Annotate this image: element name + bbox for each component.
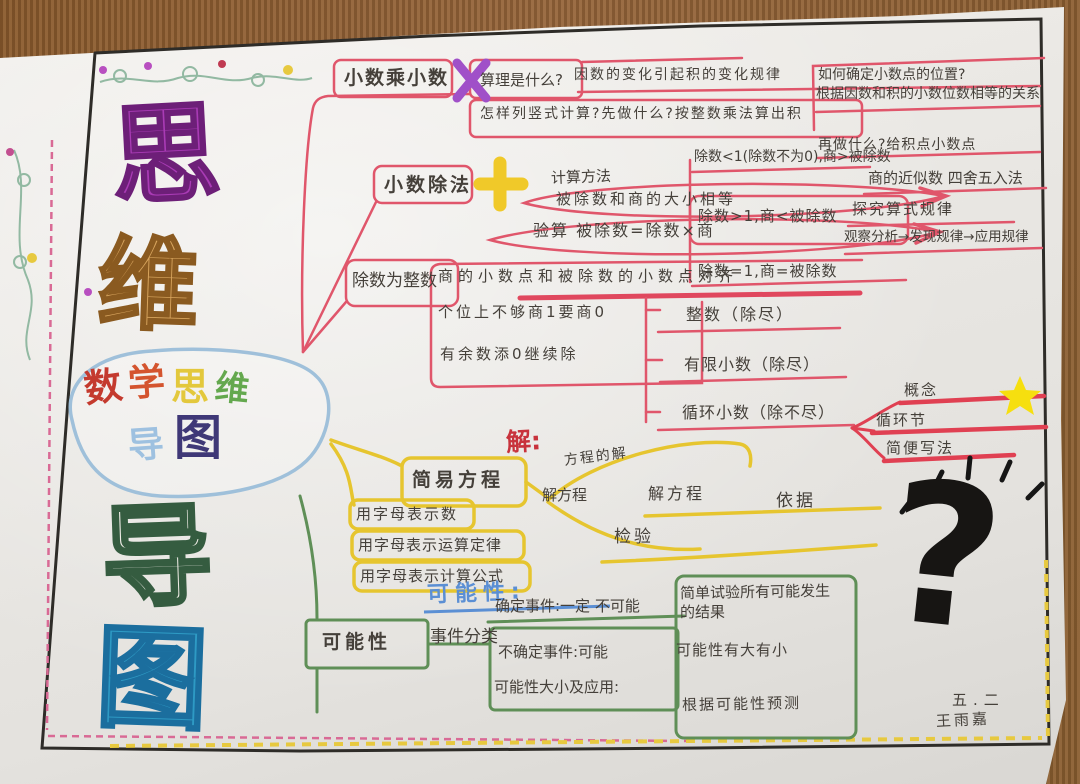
- possibility-predict: 根据可能性预测: [681, 693, 802, 715]
- cloud-char-xue: 学: [126, 359, 167, 406]
- equation-basis: 依据: [776, 491, 816, 511]
- division-cross-icon: [473, 156, 529, 212]
- equation-verify: 检验: [614, 527, 654, 547]
- vine-flower-dots: [6, 60, 293, 296]
- signature-class: 五.二: [952, 691, 1005, 709]
- division-loop-concept: 概念: [904, 381, 939, 399]
- equation-solve-left: 解方程: [542, 486, 588, 504]
- multiply-right-1: 如何确定小数点的位置?: [818, 67, 966, 83]
- division-compare-1: 除数<1(除数不为0),商>被除数: [694, 149, 891, 165]
- equation-branch-label: 简易方程: [412, 469, 505, 491]
- division-loop-notation: 简便写法: [886, 439, 955, 457]
- division-result-1: 整数（除尽）: [686, 305, 795, 324]
- green-branch-lines: [298, 494, 858, 740]
- vine-decoration-icon: [13, 66, 313, 361]
- division-size-relation: 被除数和商的大小相等: [556, 190, 737, 208]
- title-char-dao-big: 导: [98, 489, 216, 625]
- cloud-char-shu: 数: [81, 362, 125, 412]
- multiply-right-3: 再做什么?给积点小数点: [818, 137, 977, 153]
- division-compare-2: 除数>1,商<被除数: [698, 207, 838, 225]
- division-int-divisor: 除数为整数: [352, 271, 437, 291]
- division-branch-label: 小数除法: [384, 174, 473, 196]
- cloud-char-wei2: 维: [213, 367, 252, 412]
- loop-branch-lines: [850, 393, 1049, 464]
- multiply-right-2: 根据因数和积的小数位数相等的关系: [816, 86, 1040, 102]
- possibility-branch-label: 可能性: [322, 631, 392, 653]
- possibility-uncertain: 不确定事件:可能: [498, 643, 609, 661]
- multiply-branch-label: 小数乘小数: [344, 67, 450, 89]
- title-char-wei: 维: [95, 224, 202, 347]
- division-result-3: 循环小数（除不尽）: [682, 403, 836, 422]
- multiply-x-icon: [452, 58, 491, 103]
- cloud-char-tu: 图: [174, 410, 223, 466]
- page-border: [40, 17, 1051, 753]
- question-mark-icon: ?: [876, 437, 1013, 676]
- title-char-tu-big: 图: [92, 612, 211, 749]
- title-char-si: 思: [107, 89, 224, 222]
- division-rule-1: 商的小数点和被除数的小数点对齐: [438, 267, 739, 285]
- cloud-bubble: [68, 347, 331, 499]
- equation-solve-right: 解方程: [648, 484, 706, 503]
- equation-letters-3: 用字母表示计算公式: [360, 567, 505, 585]
- division-check: 验算 被除数=除数×商: [533, 221, 715, 240]
- multiply-question-2: 怎样列竖式计算?先做什么?按整数乘法算出积: [480, 106, 803, 122]
- multiply-question-1: 算理是什么?: [480, 71, 563, 89]
- division-method: 计算方法: [550, 166, 612, 188]
- division-result-2: 有限小数（除尽）: [684, 355, 821, 374]
- possibility-size: 可能性有大有小: [676, 641, 789, 659]
- division-rule-2: 个位上不够商1要商0: [438, 303, 608, 321]
- division-flow: 观察分析→发现规律→应用规律: [844, 229, 1029, 245]
- division-compare-3: 除数=1,商=被除数: [698, 262, 838, 280]
- possibility-classify: 事件分类: [430, 627, 498, 647]
- yellow-branch-lines: [329, 438, 882, 593]
- cloud-title-row1: 数 学 思 维: [81, 360, 252, 412]
- cloud-char-dao: 导: [126, 423, 166, 468]
- possibility-certain: 确定事件:一定 不可能: [495, 597, 640, 615]
- border-stitches: [45, 139, 1050, 748]
- star-icon: [999, 376, 1041, 415]
- cloud-char-si2: 思: [171, 365, 210, 409]
- pink-branch-lines: [300, 56, 1048, 432]
- division-approx: 商的近似数 四舍五入法: [868, 169, 1023, 187]
- division-rule-3: 有余数添0继续除: [440, 345, 579, 363]
- equation-solve-title: 解:: [505, 426, 542, 457]
- equation-letters-1: 用字母表示数: [356, 505, 459, 523]
- equation-letters-2: 用字母表示运算定律: [358, 536, 503, 554]
- possibility-title-underline: [423, 604, 611, 614]
- possibility-apply: 可能性大小及应用:: [494, 678, 620, 696]
- multiply-answer-1: 因数的变化引起积的变化规律: [574, 67, 782, 83]
- division-loop-node: 循环节: [876, 411, 928, 429]
- possibility-outcomes-2: 的结果: [680, 603, 726, 621]
- question-rays-icon: [899, 455, 1045, 515]
- possibility-outcomes-1: 简单试验所有可能发生: [679, 581, 831, 603]
- division-explore: 探究算式规律: [852, 200, 955, 218]
- signature-name: 王雨嘉: [935, 709, 991, 731]
